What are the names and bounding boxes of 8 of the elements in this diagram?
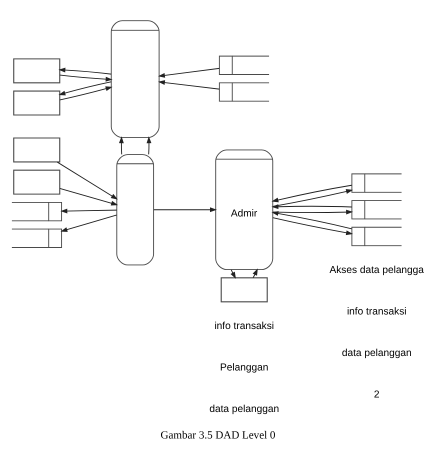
label: Pelanggan [220, 362, 268, 374]
caption: Gambar 3.5 DAD Level 0 [160, 430, 276, 442]
label: data pelanggan [342, 348, 412, 359]
label: 2 [374, 389, 380, 400]
label: data pelanggan [209, 404, 280, 416]
label: Akses data pelangga [330, 265, 424, 276]
label: info transaksi [214, 321, 274, 332]
label: info transaksi [346, 306, 407, 318]
